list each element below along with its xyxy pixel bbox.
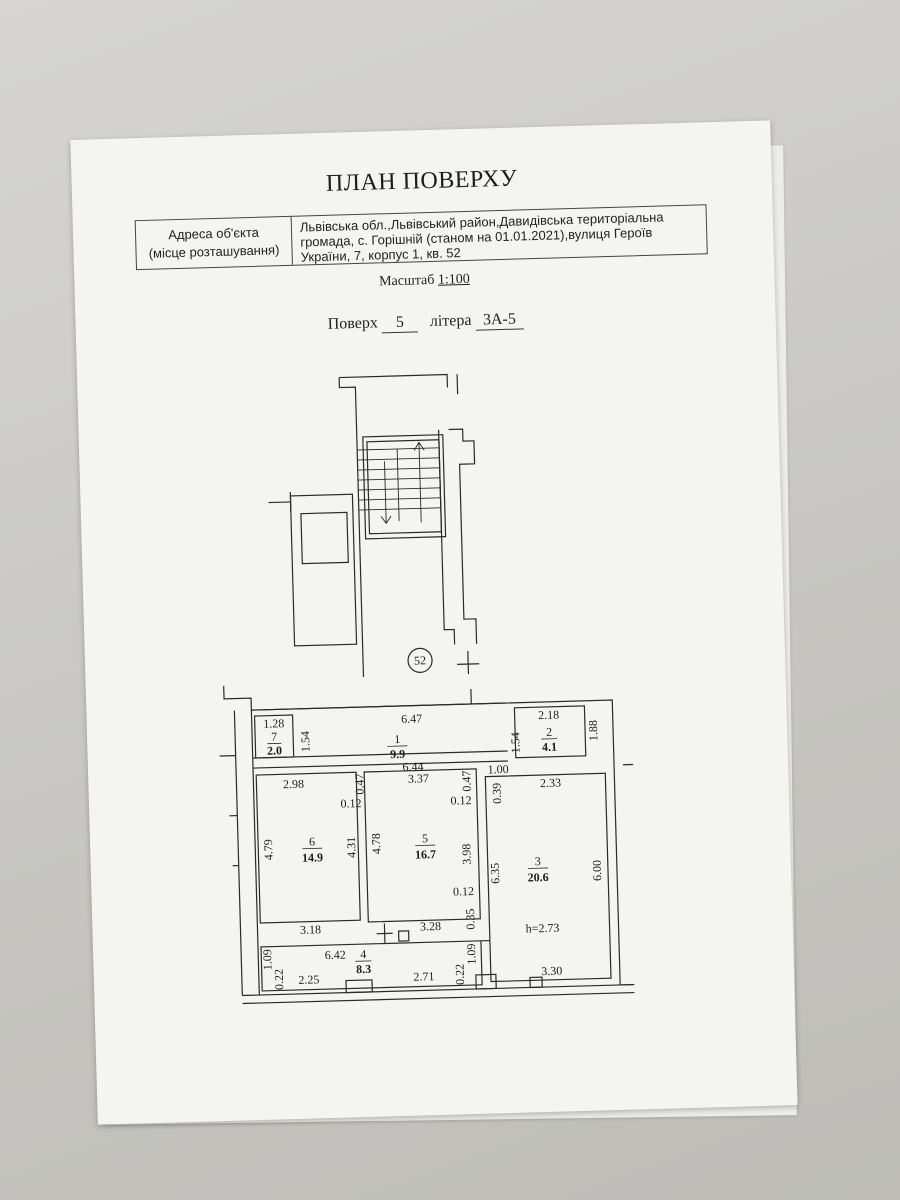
dim-188: 1.88 — [586, 720, 601, 741]
dim-109-right: 1.09 — [464, 943, 479, 964]
room-7-area: 2.0 — [267, 743, 282, 757]
dim-154-left: 1.54 — [298, 731, 313, 752]
floor-plan-sheet: ПЛАН ПОВЕРХУ Адреса об'єкта (місце розта… — [70, 120, 798, 1125]
room-5-number: 5 — [422, 831, 428, 845]
dim-337: 3.37 — [408, 771, 429, 786]
dim-233: 2.33 — [540, 776, 561, 791]
dim-271: 2.71 — [413, 969, 434, 984]
dim-022-left: 0.22 — [272, 969, 287, 990]
dim-635: 6.35 — [488, 863, 503, 884]
room-1-area: 9.9 — [390, 747, 405, 761]
apartment-number-circle — [407, 647, 433, 674]
apartment-outline — [219, 647, 635, 1005]
dim-478: 4.78 — [369, 833, 384, 854]
dim-012-a: 0.12 — [340, 796, 361, 811]
dim-479: 4.79 — [261, 839, 276, 860]
dim-644: 6.44 — [402, 759, 423, 774]
dim-047-b: 0.47 — [459, 770, 474, 791]
room-4-number: 4 — [360, 947, 366, 961]
dim-642: 6.42 — [325, 948, 346, 963]
ceiling-height: h=2.73 — [525, 921, 559, 936]
dim-035: 0.35 — [463, 908, 478, 929]
dim-600: 6.00 — [590, 860, 605, 881]
dim-218: 2.18 — [538, 708, 559, 723]
dim-022-right: 0.22 — [453, 964, 468, 985]
dim-225: 2.25 — [298, 972, 319, 987]
dim-298: 2.98 — [283, 777, 304, 792]
room-6-number: 6 — [309, 834, 315, 848]
room-6-area: 14.9 — [302, 850, 323, 865]
room-1-number: 1 — [394, 732, 400, 746]
floor-plan-drawing: 52 1 9.9 6.47 6.44 1.54 1.54 1.28 7 2.0 … — [219, 373, 635, 1005]
room-4-area: 8.3 — [356, 962, 371, 976]
stairwell — [268, 373, 480, 678]
dim-047-a: 0.47 — [352, 773, 367, 794]
dim-647: 6.47 — [401, 711, 422, 726]
dim-330: 3.30 — [541, 964, 562, 979]
apartment-number: 52 — [414, 653, 426, 667]
dim-398: 3.98 — [459, 843, 474, 864]
room-3-area: 20.6 — [527, 870, 548, 885]
dim-154-right: 1.54 — [508, 732, 523, 753]
dim-100: 1.00 — [487, 762, 508, 777]
dim-012-c: 0.12 — [453, 884, 474, 899]
dim-109-left: 1.09 — [260, 949, 275, 970]
dim-431: 4.31 — [344, 837, 359, 858]
dim-318: 3.18 — [300, 922, 321, 937]
dim-328: 3.28 — [420, 919, 441, 934]
room-3-number: 3 — [535, 854, 541, 868]
dim-039: 0.39 — [490, 783, 505, 804]
room-2-number: 2 — [546, 725, 552, 739]
dim-128: 1.28 — [263, 716, 284, 731]
room-2-area: 4.1 — [542, 740, 557, 754]
room-5-area: 16.7 — [415, 847, 436, 862]
dim-012-b: 0.12 — [450, 793, 471, 808]
room-7-number: 7 — [271, 729, 277, 743]
